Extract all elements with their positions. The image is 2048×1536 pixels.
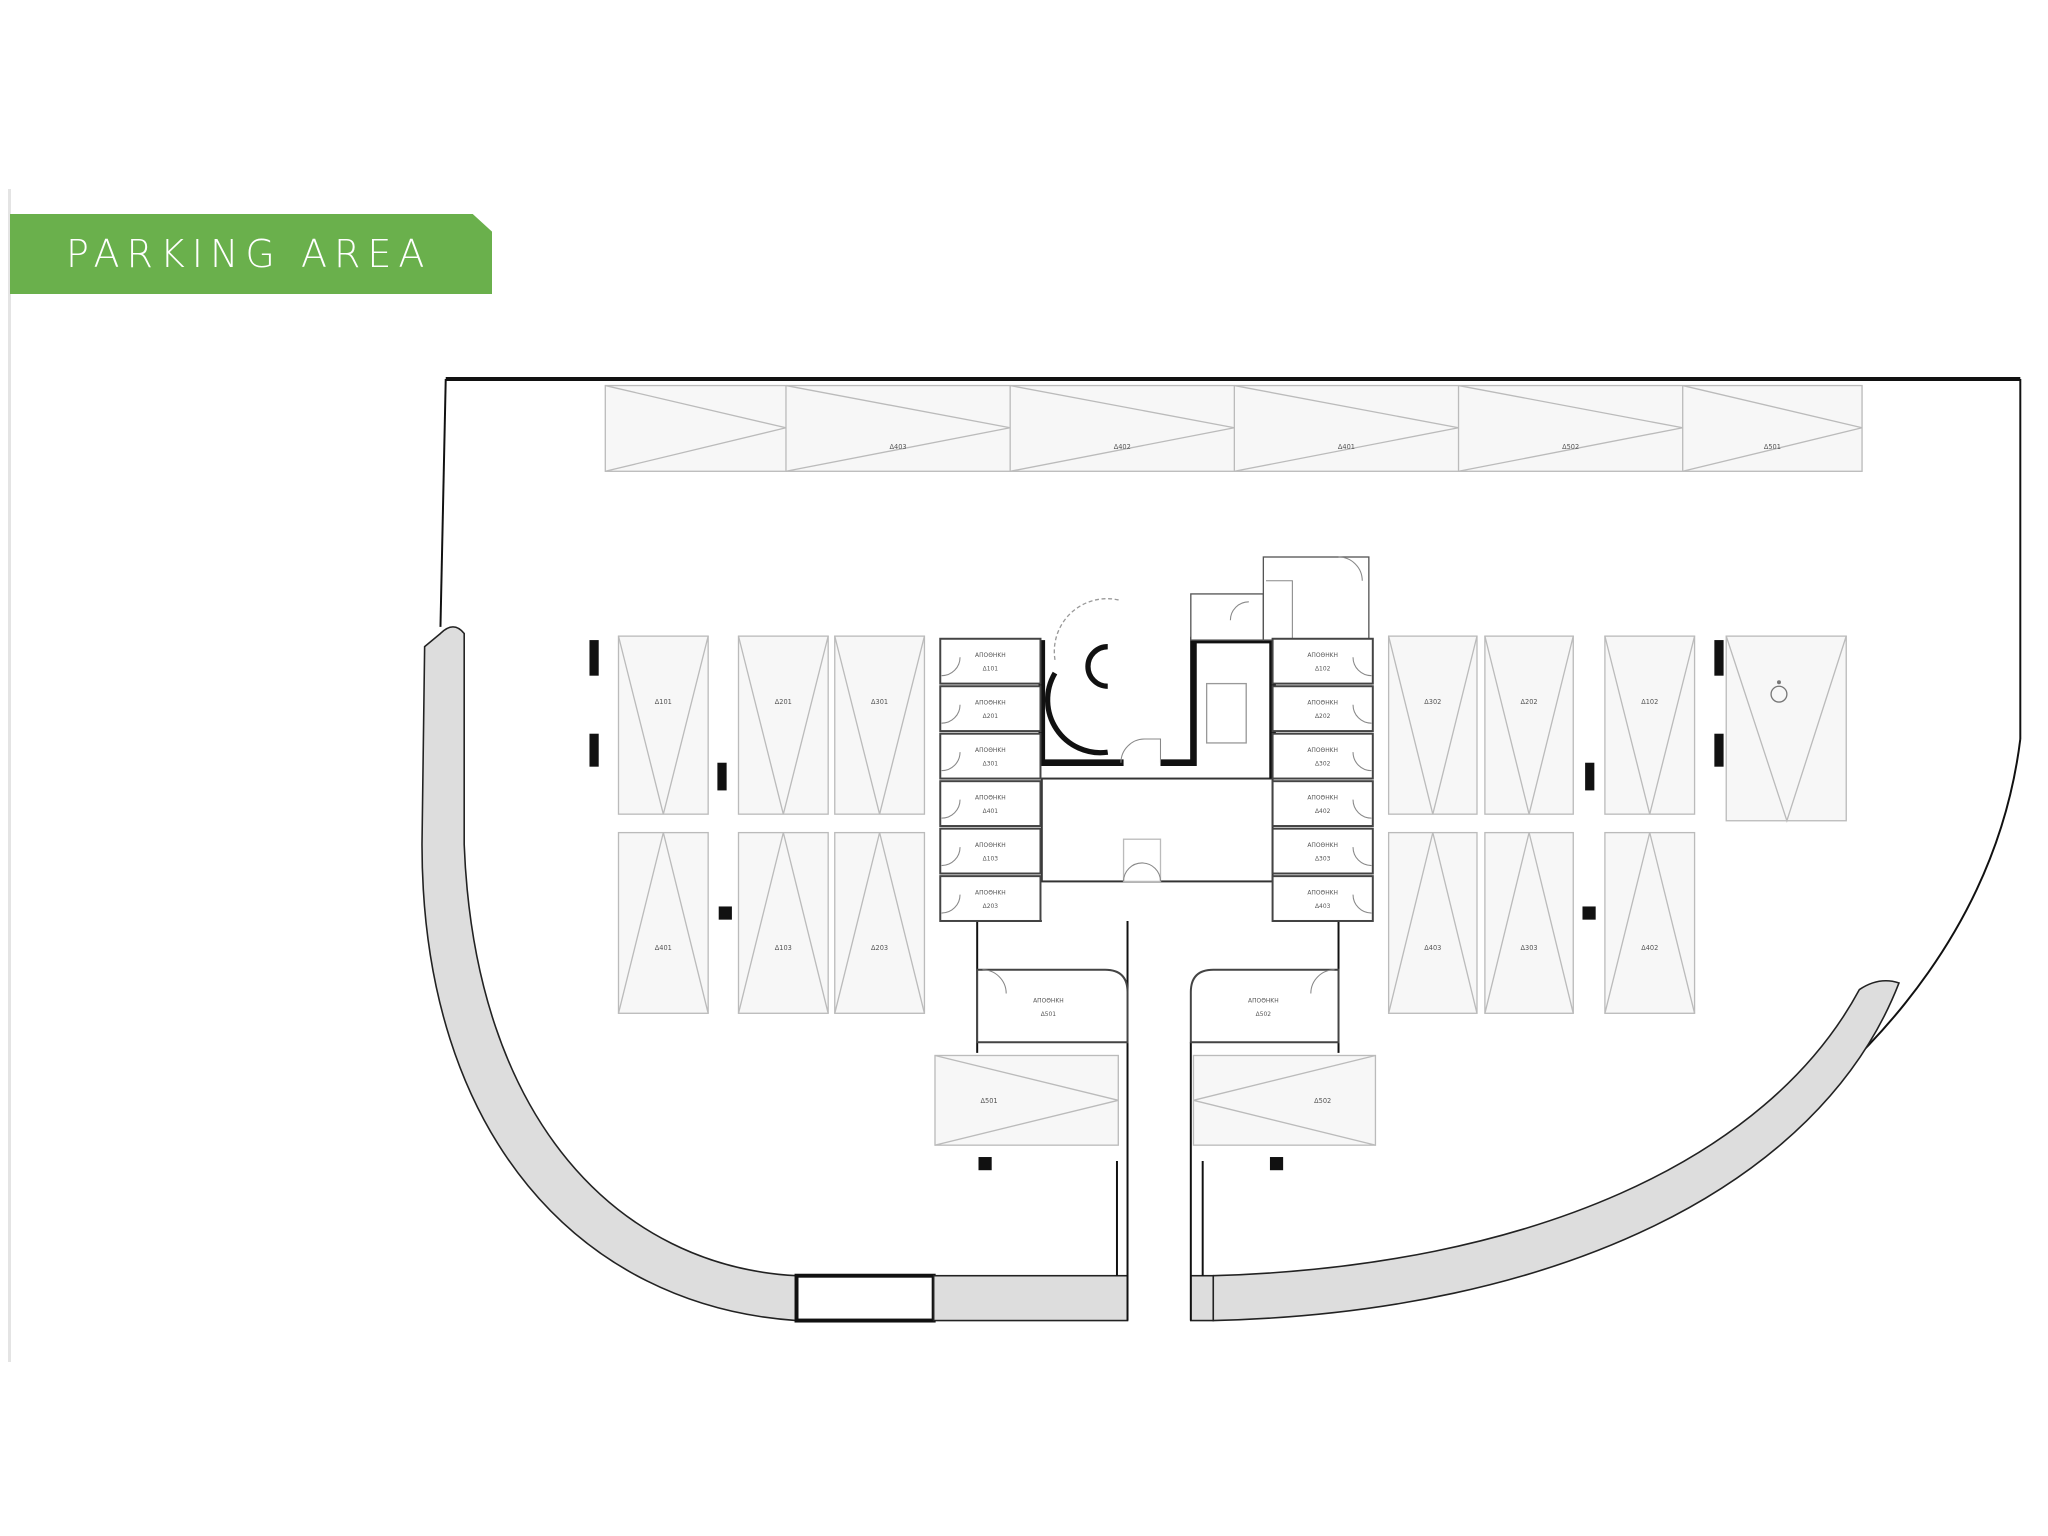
space-label: Δ501: [981, 1097, 998, 1105]
storage-unit: ΑΠΟΘΗΚΗ Δ101: [939, 637, 1042, 685]
space-label: Δ101: [655, 698, 672, 706]
storage-word: ΑΠΟΘΗΚΗ: [975, 747, 1006, 754]
storage-label: Δ202: [1315, 713, 1331, 720]
storage-word: ΑΠΟΘΗΚΗ: [1307, 652, 1338, 659]
parking-space: Δ301: [834, 635, 926, 815]
parking-space: Δ101: [617, 635, 709, 815]
parking-space: Δ402: [1604, 831, 1696, 1014]
storage-word: ΑΠΟΘΗΚΗ: [975, 700, 1006, 707]
space-label: Δ102: [1641, 698, 1658, 706]
storage-unit: ΑΠΟΘΗΚΗ Δ202: [1271, 685, 1374, 733]
space-label: Δ103: [775, 944, 792, 952]
parking-space: Δ202: [1484, 635, 1574, 815]
space-label: Δ202: [1521, 698, 1538, 706]
building-outline: [421, 376, 2022, 1323]
page-title: PARKING AREA: [66, 232, 432, 276]
space-label: Δ402: [1114, 443, 1131, 451]
storage-label: Δ103: [983, 855, 999, 862]
storage-unit: ΑΠΟΘΗΚΗ Δ102: [1271, 637, 1374, 685]
central-core: [1038, 556, 1370, 883]
space-label: Δ403: [1424, 944, 1441, 952]
lower-storage-left: ΑΠΟΘΗΚΗ Δ501: [976, 968, 1129, 1044]
parking-space: Δ203: [834, 831, 926, 1014]
storage-word: ΑΠΟΘΗΚΗ: [1307, 795, 1338, 802]
storage-unit: ΑΠΟΘΗΚΗ Δ403: [1271, 875, 1374, 922]
storage-unit: ΑΠΟΘΗΚΗ Δ301: [939, 732, 1042, 780]
parking-space: Δ303: [1484, 831, 1574, 1014]
space-label: Δ402: [1641, 944, 1658, 952]
storage-word: ΑΠΟΘΗΚΗ: [1033, 998, 1064, 1005]
storage-label: Δ401: [983, 808, 999, 815]
storage-unit: ΑΠΟΘΗΚΗ Δ103: [939, 827, 1042, 875]
space-label: Δ401: [1338, 443, 1355, 451]
storage-unit: ΑΠΟΘΗΚΗ Δ201: [939, 685, 1042, 733]
top-parking-row: Δ403 Δ402 Δ401 Δ502 Δ501: [604, 384, 1863, 472]
section-banner: PARKING AREA: [10, 214, 492, 294]
space-label: Δ502: [1562, 443, 1579, 451]
storage-label: Δ403: [1315, 903, 1331, 910]
storage-word: ΑΠΟΘΗΚΗ: [975, 795, 1006, 802]
wheelchair-icon: [1770, 685, 1788, 703]
storage-label: Δ301: [983, 760, 999, 767]
space-label: Δ203: [871, 944, 888, 952]
storage-unit: ΑΠΟΘΗΚΗ Δ402: [1271, 780, 1374, 828]
space-marking: [1682, 384, 1863, 472]
space-label: Δ501: [1764, 443, 1781, 451]
storage-unit: ΑΠΟΘΗΚΗ Δ303: [1271, 827, 1374, 875]
parking-space: Δ403: [1387, 831, 1478, 1014]
space-label: Δ302: [1424, 698, 1441, 706]
storage-word: ΑΠΟΘΗΚΗ: [1307, 700, 1338, 707]
storage-word: ΑΠΟΘΗΚΗ: [975, 842, 1006, 849]
accessible-parking-space: [1725, 635, 1847, 823]
storage-label: Δ303: [1315, 855, 1331, 862]
parking-space-lower-left: Δ501: [934, 1054, 1119, 1146]
storage-label: Δ502: [1256, 1011, 1272, 1018]
storage-word: ΑΠΟΘΗΚΗ: [975, 652, 1006, 659]
space-label: Δ403: [890, 443, 907, 451]
storage-label: Δ402: [1315, 808, 1331, 815]
parking-space: Δ401: [617, 831, 709, 1014]
parking-space: Δ102: [1604, 635, 1696, 815]
parking-space-lower-right: Δ502: [1192, 1054, 1377, 1146]
storage-word: ΑΠΟΘΗΚΗ: [1307, 747, 1338, 754]
storage-word: ΑΠΟΘΗΚΗ: [1307, 890, 1338, 897]
storage-unit: ΑΠΟΘΗΚΗ Δ401: [939, 780, 1042, 828]
space-label: Δ303: [1521, 944, 1538, 952]
column-markers: [589, 640, 1724, 1171]
storage-label: Δ302: [1315, 760, 1331, 767]
storage-label: Δ101: [983, 665, 999, 672]
storage-word: ΑΠΟΘΗΚΗ: [975, 890, 1006, 897]
space-label: Δ502: [1314, 1097, 1331, 1105]
space-label: Δ301: [871, 698, 888, 706]
storage-label: Δ203: [983, 903, 999, 910]
space-label: Δ201: [775, 698, 792, 706]
space-label: Δ401: [655, 944, 672, 952]
parking-space: Δ201: [737, 635, 829, 815]
storage-label: Δ201: [983, 713, 999, 720]
storage-word: ΑΠΟΘΗΚΗ: [1248, 998, 1279, 1005]
storage-word: ΑΠΟΘΗΚΗ: [1307, 842, 1338, 849]
lower-storage-right: ΑΠΟΘΗΚΗ Δ502: [1189, 968, 1340, 1044]
storage-unit: ΑΠΟΘΗΚΗ Δ203: [939, 875, 1042, 922]
parking-space: Δ302: [1387, 635, 1478, 815]
storage-label: Δ102: [1315, 665, 1331, 672]
storage-label: Δ501: [1041, 1011, 1057, 1018]
storage-unit: ΑΠΟΘΗΚΗ Δ302: [1271, 732, 1374, 780]
page-edge-line: [8, 189, 11, 1362]
parking-space: Δ103: [737, 831, 829, 1014]
